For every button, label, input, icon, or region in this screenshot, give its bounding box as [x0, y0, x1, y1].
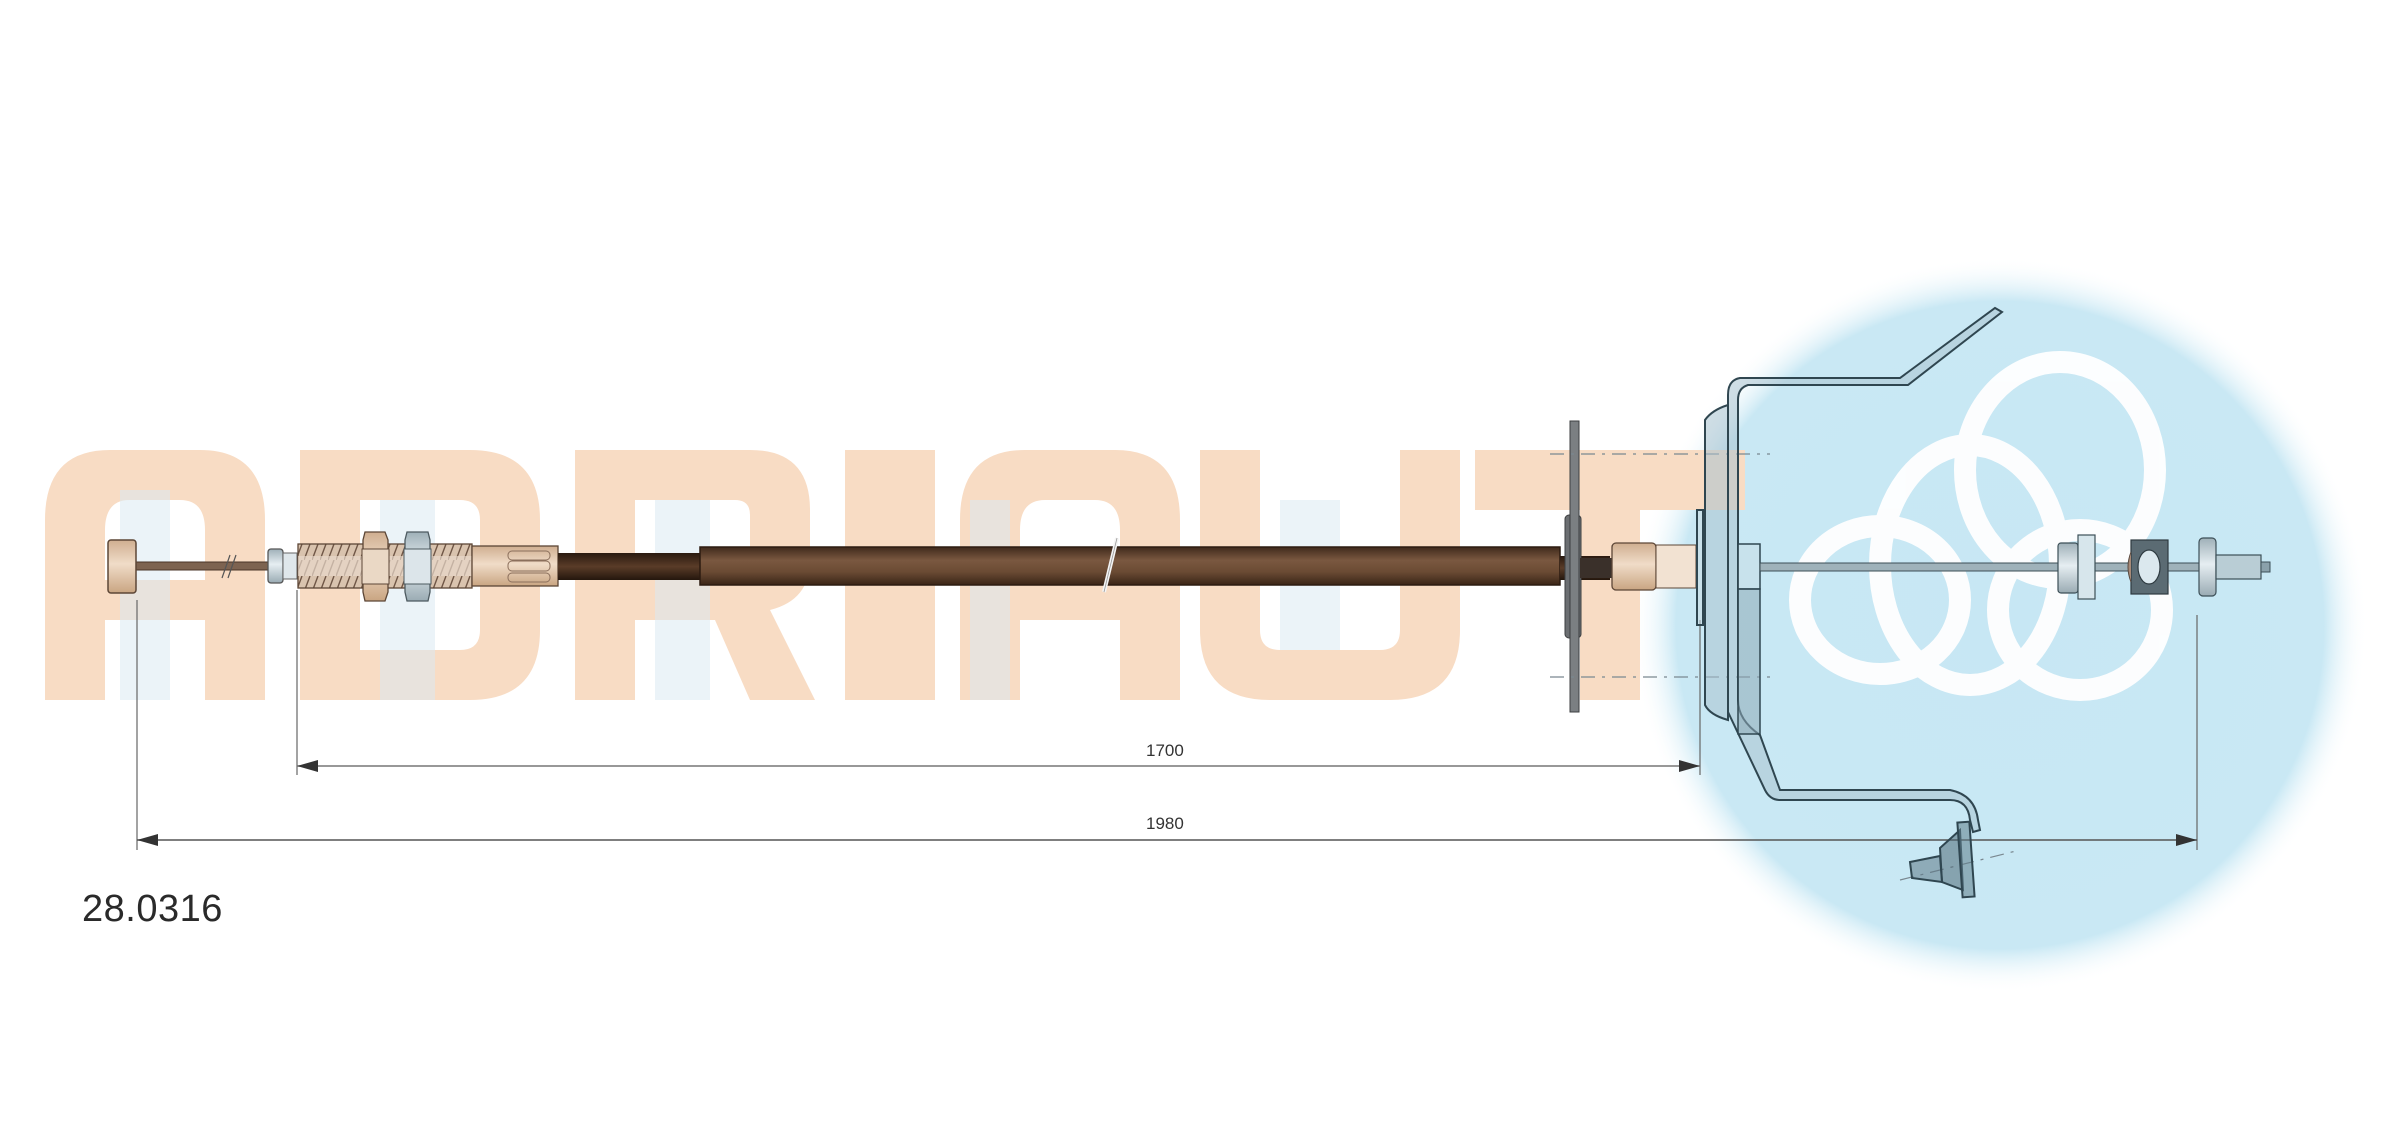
end-nipple	[107, 539, 137, 594]
collar	[267, 548, 298, 584]
extension-lines	[136, 590, 2198, 850]
inner-wire-right	[1759, 562, 2271, 572]
end-fittings	[2057, 534, 2271, 600]
dimension-label-1700: 1700	[1146, 741, 1184, 760]
mounting-bracket	[1696, 306, 2004, 899]
grommet-plate	[1564, 420, 1614, 713]
part-number: 28.0316	[82, 888, 223, 930]
ferrule	[1611, 542, 1697, 591]
threaded-adjuster	[297, 531, 559, 602]
center-lines	[1550, 453, 2021, 881]
dimension-label-1980: 1980	[1146, 814, 1184, 833]
